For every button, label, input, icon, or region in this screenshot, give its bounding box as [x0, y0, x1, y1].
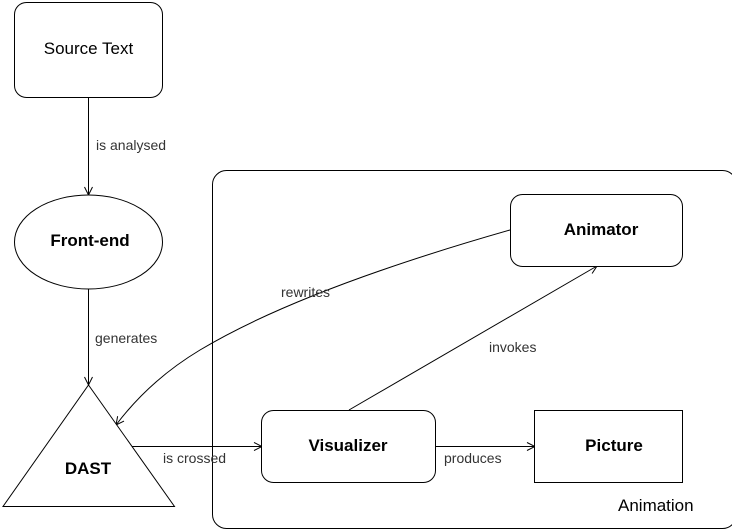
node-picture-label: Picture: [585, 436, 643, 455]
edges: [89, 98, 598, 447]
node-visualizer-shape[interactable]: [261, 410, 436, 483]
node-dast[interactable]: DAST: [2, 384, 176, 507]
edge-visualizer-to-animator[interactable]: [348, 266, 597, 411]
node-source-text-shape[interactable]: [14, 2, 163, 98]
edge-label-is-crossed: is crossed: [163, 450, 226, 466]
node-visualizer[interactable]: Visualizer: [261, 410, 436, 483]
edge-label-rewrites: rewrites: [281, 284, 330, 300]
node-picture[interactable]: Picture: [534, 410, 683, 483]
edge-label-invokes: invokes: [489, 339, 536, 355]
node-animator[interactable]: Animator: [510, 194, 683, 267]
edge-label-produces: produces: [444, 450, 502, 466]
node-front-end-label: Front-end: [50, 231, 129, 250]
node-front-end-shape[interactable]: [14, 194, 163, 290]
node-picture-shape[interactable]: [534, 410, 683, 483]
node-dast-label: DAST: [65, 459, 112, 478]
node-animator-shape[interactable]: [510, 194, 683, 267]
edge-label-is-analysed: is analysed: [96, 137, 166, 153]
node-animator-label: Animator: [564, 220, 639, 239]
group-animation-label: Animation: [618, 496, 694, 515]
edge-label-generates: generates: [95, 330, 157, 346]
node-source-text-label: Source Text: [44, 39, 134, 58]
edge-labels: is analysed generates rewrites invokes i…: [95, 137, 536, 466]
node-dast-shape[interactable]: [2, 384, 176, 507]
edge-animator-to-dast[interactable]: [116, 229, 511, 425]
node-source-text[interactable]: Source Text: [14, 2, 163, 98]
node-visualizer-label: Visualizer: [308, 436, 387, 455]
node-front-end[interactable]: Front-end: [14, 194, 163, 290]
